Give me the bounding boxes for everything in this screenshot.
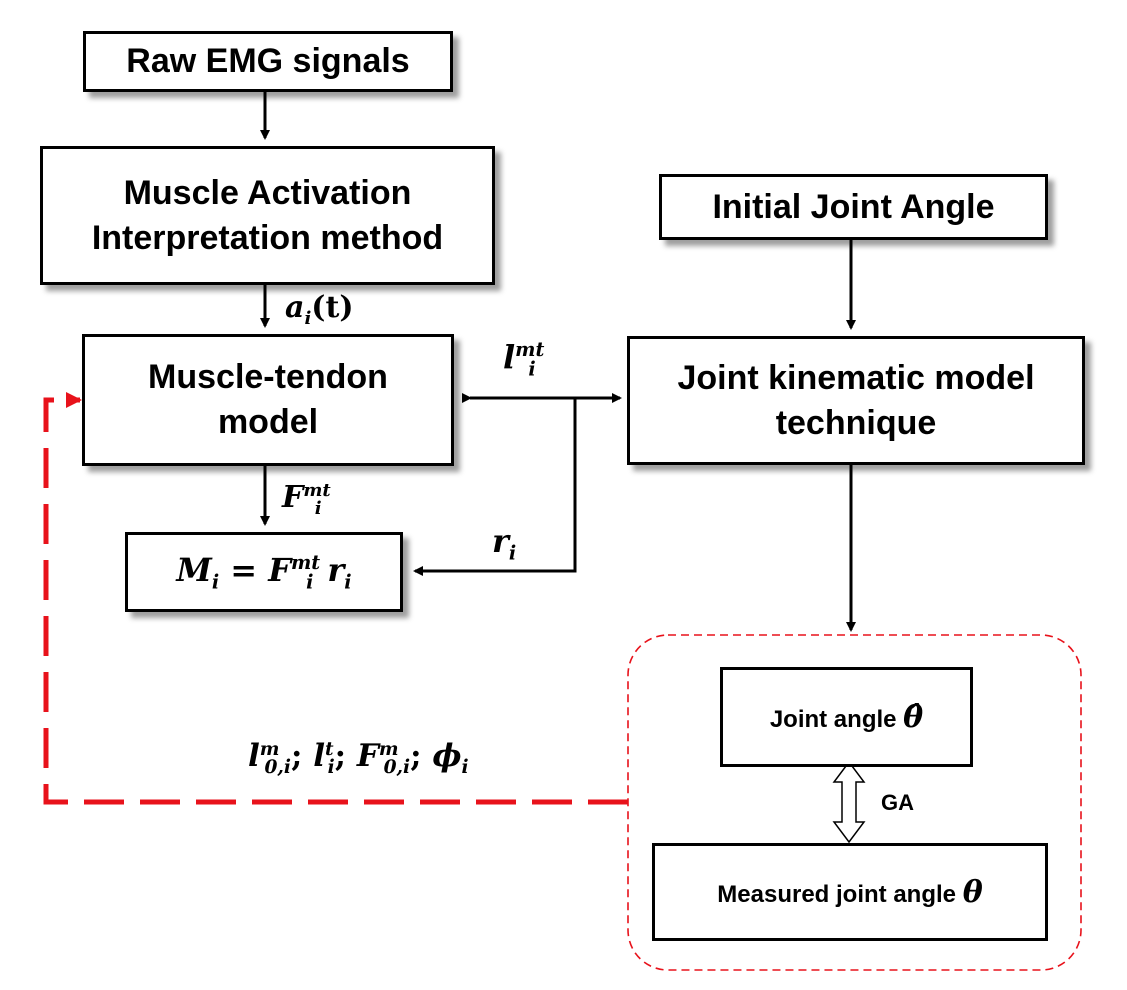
theta-symbol: θ <box>962 874 983 910</box>
theta-hat-symbol: θ̂ <box>903 699 924 735</box>
raw-emg-label: Raw EMG signals <box>126 42 410 81</box>
joint-angle-estimated-box: Joint angle θ̂ <box>720 667 973 767</box>
ga-double-arrow-icon <box>832 760 866 844</box>
muscle-tendon-label-line1: Muscle-tendon <box>148 358 388 397</box>
joint-kinematic-box: Joint kinematic model technique <box>627 336 1085 465</box>
ga-label: GA <box>881 790 914 815</box>
force-label: Fmti <box>282 480 331 519</box>
muscle-tendon-label-line2: model <box>217 403 319 441</box>
parameters-label: lm0,i; lti; Fm0,i; ϕi <box>248 738 469 779</box>
measured-joint-angle-label: Measured joint angle θ <box>717 874 983 910</box>
joint-angle-estimated-label: Joint angle θ̂ <box>769 699 924 735</box>
activation-method-box: Muscle Activation Interpretation method <box>40 146 495 285</box>
activation-label-line1: Muscle Activation <box>123 173 412 212</box>
initial-joint-angle-label: Initial Joint Angle <box>712 187 995 226</box>
muscle-tendon-box: Muscle-tendon model <box>82 334 454 466</box>
feedback-dashed-arrow <box>43 392 628 805</box>
moment-arm-label: ri <box>492 522 517 565</box>
activation-signal-label: ai(t) <box>285 290 354 329</box>
arrow-moment-arm <box>413 398 577 576</box>
joint-kinematic-label-line2: technique <box>775 403 937 442</box>
length-label: lmti <box>503 338 545 381</box>
measured-joint-angle-box: Measured joint angle θ <box>652 843 1048 941</box>
raw-emg-box: Raw EMG signals <box>83 31 453 92</box>
joint-kinematic-label-line1: Joint kinematic model <box>677 358 1035 397</box>
activation-label-line2: Interpretation method <box>91 218 444 257</box>
initial-joint-angle-box: Initial Joint Angle <box>659 174 1048 240</box>
